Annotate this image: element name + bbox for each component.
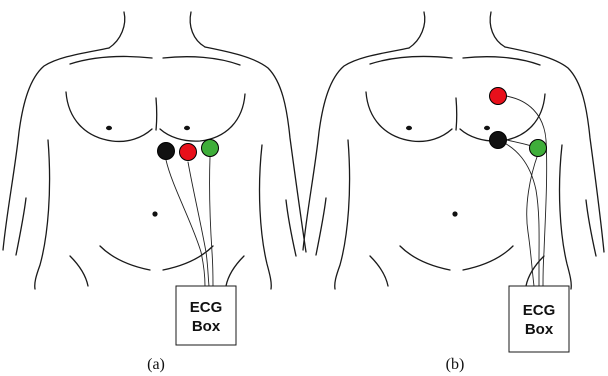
nipple-left-a [106,126,112,130]
electrode-red-a [180,144,197,161]
ecg-box-b [509,286,569,352]
nipple-right-b [484,126,490,130]
ecg-box-b-label-line1: ECG [523,302,556,319]
nipple-left-b [406,126,412,130]
nipple-right-a [184,126,190,130]
lead-wires-a [166,157,213,286]
ecg-box-b-label-line2: Box [525,321,554,338]
torso-outline-b [303,12,604,289]
torso-outline-a [3,12,306,289]
panel-a: ECG Box (a) [3,12,306,373]
electrode-black-b [490,132,507,149]
panel-b-caption: (b) [446,356,465,373]
navel-b [452,211,457,216]
electrode-red-b [490,88,507,105]
electrode-green-a [202,140,219,157]
ecg-box-a-label-line2: Box [192,318,221,335]
ecg-box-a-label-line1: ECG [190,299,223,316]
electrode-black-a [158,143,175,160]
lead-wires-b [499,96,547,286]
panel-a-caption: (a) [147,356,165,373]
navel-a [152,211,157,216]
electrode-green-b [530,140,547,157]
panel-b: ECG Box (b) [303,12,604,373]
